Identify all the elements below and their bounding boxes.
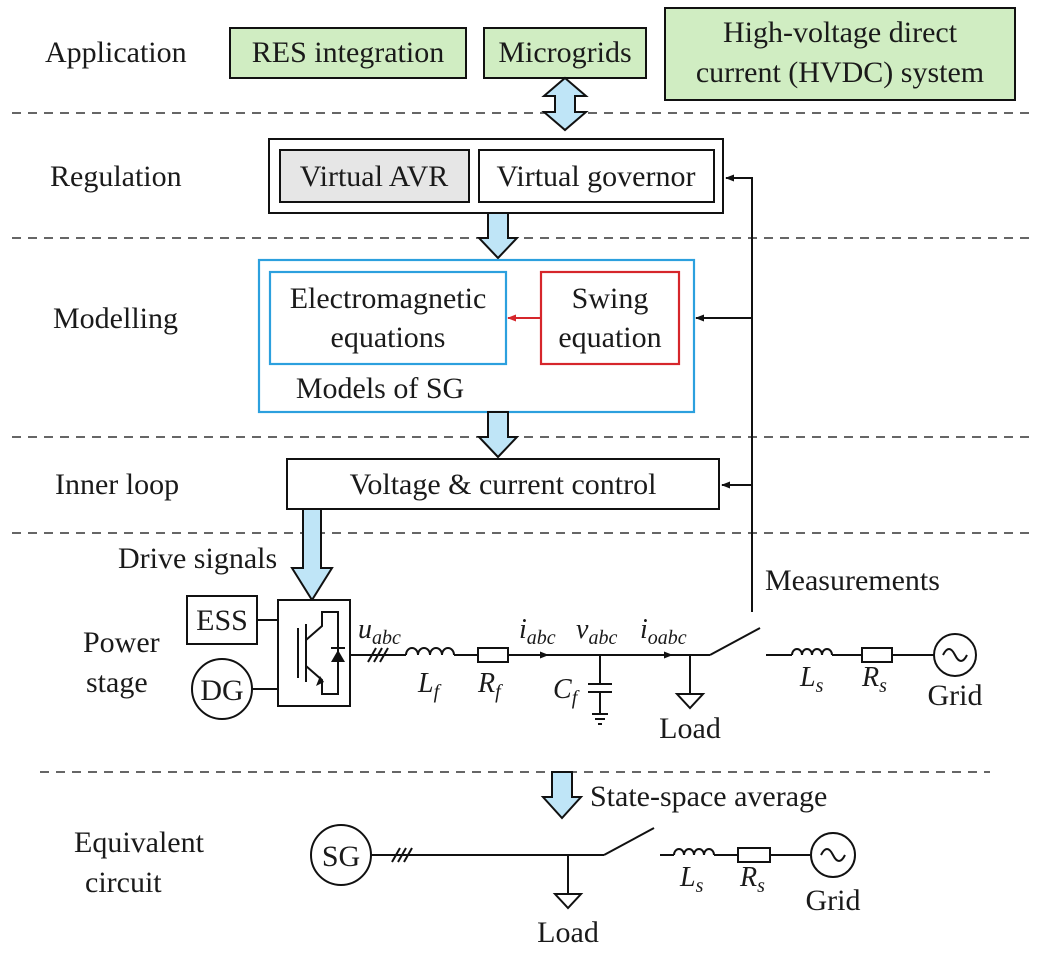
row-label-equivalent: Equivalent (74, 826, 205, 859)
row-label-circuit: circuit (85, 866, 162, 899)
hvdc-label-line2: current (HVDC) system (696, 56, 984, 89)
modelling-row: Electromagnetic equations Swing equation… (257, 258, 696, 414)
drive-signals-arrow (290, 508, 334, 602)
lf-label: Lf (417, 668, 442, 703)
inner-loop-row: Voltage & current control (286, 458, 720, 510)
breaker-switch-icon-eq (603, 827, 655, 856)
rs-resistor-icon-eq (737, 847, 771, 863)
measurements-label: Measurements (765, 564, 940, 597)
rs-label: Rs (861, 662, 887, 697)
load-label: Load (659, 712, 721, 745)
feedback-to-regulation (725, 174, 753, 612)
ls-inductor-icon (791, 648, 833, 656)
sg-label: SG (322, 840, 360, 873)
grid-label: Grid (928, 679, 983, 712)
i-abc-label: iabc (519, 614, 556, 649)
drive-signals-label: Drive signals (118, 542, 277, 575)
regulation-row: Virtual AVR Virtual governor (268, 138, 724, 214)
state-space-arrow (540, 771, 584, 820)
load-label-eq: Load (537, 916, 599, 949)
power-stage-circuit: ESS DG (186, 595, 983, 745)
voltage-current-control-box (286, 458, 720, 510)
virtual-avr-box (279, 149, 470, 203)
swing-label-line2: equation (558, 321, 661, 354)
measurement-feedback: Measurements (695, 174, 940, 612)
load-icon (674, 655, 706, 710)
electromagnetic-label-line2: equations (331, 321, 446, 354)
load-icon-eq (552, 855, 584, 910)
state-space-label: State-space average (590, 780, 827, 813)
igbt-icon (297, 611, 345, 695)
lf-inductor-icon (405, 647, 455, 656)
i-oabc-label: ioabc (640, 614, 687, 649)
models-of-sg-frame (257, 258, 696, 414)
virtual-governor-box (478, 149, 715, 203)
row-separators (12, 112, 1030, 773)
equivalent-circuit: SG Ls Rs Load Grid (310, 824, 861, 949)
u-abc-label: uabc (358, 614, 401, 649)
grid-label-eq: Grid (806, 884, 861, 917)
application-regulation-arrow (541, 76, 589, 132)
dg-label: DG (200, 674, 243, 707)
row-label-inner-loop: Inner loop (55, 468, 179, 501)
electromagnetic-equations-box (268, 270, 508, 366)
electromagnetic-label-line1: Electromagnetic (290, 282, 487, 315)
row-label-modelling: Modelling (53, 302, 178, 335)
rs-resistor-icon (861, 647, 893, 663)
ls-label-eq: Ls (679, 862, 704, 897)
cf-capacitor-icon (588, 655, 612, 725)
voltage-current-control-label: Voltage & current control (350, 468, 657, 501)
cf-label: Cf (553, 674, 580, 709)
v-abc-label: vabc (576, 614, 617, 649)
application-row: RES integration Microgrids High-voltage … (229, 7, 1016, 101)
modelling-innerloop-arrow (476, 411, 520, 459)
three-phase-marks-eq (391, 847, 413, 863)
ls-label: Ls (799, 662, 824, 697)
res-integration-label: RES integration (252, 36, 444, 69)
virtual-avr-label: Virtual AVR (300, 160, 449, 193)
microgrids-label: Microgrids (498, 36, 631, 69)
row-label-stage: stage (86, 666, 148, 699)
hvdc-label-line1: High-voltage direct (723, 16, 958, 49)
rf-label: Rf (477, 668, 503, 703)
three-phase-marks (367, 647, 389, 663)
row-labels: Application Regulation Modelling Inner l… (45, 36, 205, 899)
ls-inductor-icon-eq (673, 848, 715, 856)
rs-label-eq: Rs (739, 862, 765, 897)
breaker-switch-icon (709, 627, 761, 656)
models-of-sg-caption: Models of SG (296, 372, 464, 405)
rf-resistor-icon (477, 647, 509, 663)
hvdc-box (664, 7, 1016, 101)
res-integration-box (229, 27, 467, 79)
row-label-regulation: Regulation (50, 160, 182, 193)
ess-box (186, 595, 258, 645)
row-label-application: Application (45, 36, 187, 69)
regulation-modelling-arrow (476, 212, 520, 260)
ess-label: ESS (196, 604, 248, 637)
row-label-power: Power (83, 626, 160, 659)
swing-label-line1: Swing (572, 282, 649, 315)
virtual-governor-label: Virtual governor (497, 160, 696, 193)
